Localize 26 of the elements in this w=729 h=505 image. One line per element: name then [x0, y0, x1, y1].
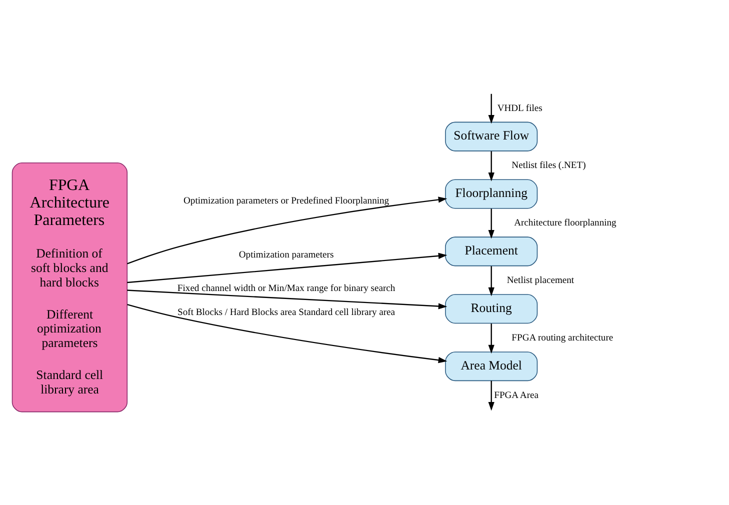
arrow: [488, 266, 494, 296]
arrow: [127, 252, 448, 284]
node-box: Software Flow: [445, 122, 538, 152]
arrow: [488, 94, 494, 124]
node-box: Routing: [445, 294, 538, 324]
arrow: [488, 324, 494, 354]
edge-label: FPGA routing architecture: [512, 332, 614, 344]
arrow: [488, 380, 494, 411]
arrow: [127, 290, 448, 310]
arrow: [488, 208, 494, 239]
edge-label: FPGA Area: [494, 390, 539, 401]
edge-label: Netlist placement: [506, 275, 574, 286]
edge-label: Optimization parameters or Predefined Floorplanning: [184, 195, 390, 206]
edge-label: Fixed channel width or Min/Max range for binary search: [177, 283, 396, 294]
arrow: [127, 196, 448, 264]
node-box: Placement: [445, 236, 538, 266]
edge-label: Architecture floorplanning: [514, 218, 616, 229]
node-box: Area Model: [445, 352, 538, 382]
arrow: [127, 304, 448, 364]
edge-label: Soft Blocks / Hard Blocks area Standard cell library area: [178, 306, 396, 318]
edge-label: Optimization parameters: [238, 250, 334, 261]
edge-label: Netlist files (.NET): [512, 160, 586, 172]
node-box: Floorplanning: [445, 179, 538, 209]
arrow: [488, 151, 494, 182]
edge-label: VHDL files: [497, 102, 542, 114]
node-box: FPGA Architecture Parameters Definition of soft blocks and hard blocks Different optimization parameters Standard cell library area: [12, 162, 128, 412]
